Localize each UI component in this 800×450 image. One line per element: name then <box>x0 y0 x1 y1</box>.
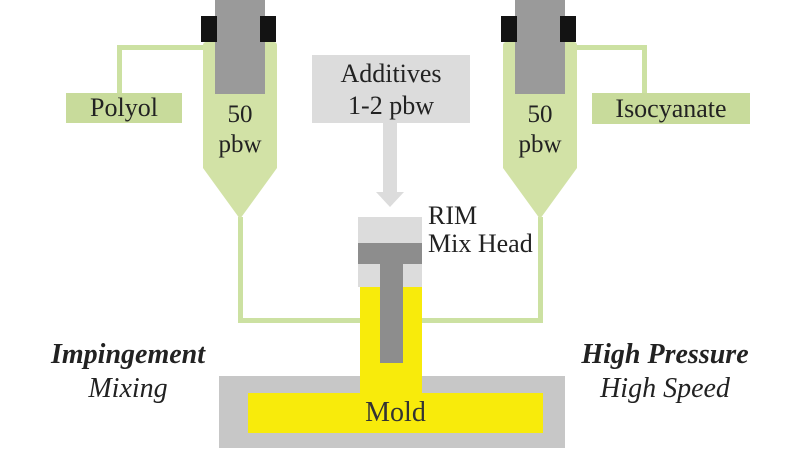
additives-line1: Additives <box>340 59 442 88</box>
polyol-label-box: Polyol <box>66 93 182 123</box>
right-tank-amount-line2: pbw <box>518 131 562 158</box>
isocyanate-supply-pipe-vertical <box>642 45 647 94</box>
polyol-supply-pipe-vertical <box>117 45 122 94</box>
mixhead-caption-line1: RIM <box>428 201 478 230</box>
annotation-left-line2: Mixing <box>88 373 168 404</box>
right-tank-cap-right <box>560 16 576 42</box>
left-tank-cap-left <box>201 16 217 42</box>
polyol-label: Polyol <box>90 93 158 122</box>
left-delivery-pipe-horizontal <box>238 318 360 323</box>
left-tank-amount-line1: 50 <box>227 101 253 128</box>
annotation-left-line1: Impingement <box>50 339 205 370</box>
mixhead-top-block <box>358 217 422 243</box>
right-delivery-pipe-horizontal <box>422 318 543 323</box>
annotation-right-line1: High Pressure <box>581 339 749 370</box>
mold-label-text: Mold <box>365 397 426 428</box>
right-tank-piston <box>515 0 565 94</box>
right-tank-amount-line1: 50 <box>527 101 553 128</box>
mold-cavity <box>248 393 543 433</box>
mold-label: Mold <box>248 397 543 429</box>
right-tank-funnel <box>503 168 577 219</box>
left-tank-cap-right <box>260 16 276 42</box>
isocyanate-label: Isocyanate <box>615 94 727 123</box>
additives-line2: 1-2 pbw <box>348 91 434 120</box>
mixhead-piston-stem <box>380 243 403 363</box>
right-tank-cap-left <box>501 16 517 42</box>
right-tank-amount-label: 50 pbw <box>503 100 577 160</box>
isocyanate-supply-pipe-horizontal <box>577 45 647 50</box>
mixhead-caption-line2: Mix Head <box>428 229 533 258</box>
isocyanate-label-box: Isocyanate <box>592 93 750 124</box>
left-tank-amount-label: 50 pbw <box>203 100 277 160</box>
right-delivery-pipe-vertical <box>538 217 543 323</box>
annotation-right-line2: High Speed <box>600 373 730 404</box>
polyol-supply-pipe-horizontal <box>117 45 204 50</box>
left-tank-funnel <box>203 168 277 219</box>
additives-arrow-head-icon <box>376 192 404 207</box>
left-tank-piston <box>215 0 265 94</box>
left-tank-amount-line2: pbw <box>218 131 262 158</box>
left-delivery-pipe-vertical <box>238 217 243 323</box>
additives-arrow-shaft <box>383 123 397 193</box>
additives-box: Additives 1-2 pbw <box>312 55 470 123</box>
